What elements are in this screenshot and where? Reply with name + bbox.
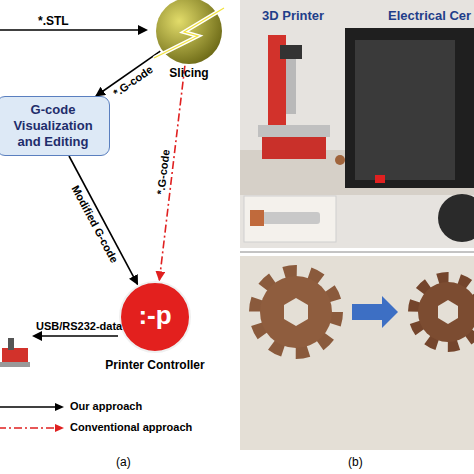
slicer-node: Slicing [150,0,228,82]
photo-background [240,0,474,248]
printer-icon [0,338,30,367]
legend-sample-line [0,427,58,429]
photo-label: 3D Printer [262,8,324,23]
legend-sample-head [55,424,64,432]
sample-part [335,155,345,165]
printer-head [280,45,302,59]
edge-label: *.G-code [155,149,172,195]
panel-separator [240,252,474,253]
edge-label: Modified G-code [70,184,121,266]
furnace-inset [438,194,474,242]
furnace-body [345,28,474,188]
legend-text: Our approach [70,400,142,412]
furnace-button [375,175,385,183]
syringe-tip [250,210,264,226]
printer-extruder [286,59,296,114]
usb-arrow [40,335,118,337]
panel-label: (a) [116,455,131,469]
legend-sample-line [0,406,58,408]
printer-base [262,137,326,159]
box-text: G-code Visualization and Editing [0,100,109,152]
process-box: G-code Visualization and Editing [0,96,110,156]
legend-sample-head [55,403,64,411]
printer-bed [258,125,330,137]
legend-text: Conventional approach [70,421,192,433]
data-label: USB/RS232-data [36,320,122,332]
slicer-sphere [154,0,224,66]
input-arrow [0,29,140,31]
photo-label: Electrical Cer [388,8,471,23]
syringe-inset [244,196,336,242]
gear-green [256,272,336,352]
gear-sintered [414,278,474,346]
controller-logo: :-p [118,300,192,330]
panel-label: (b) [348,455,363,469]
process-arrow [352,296,398,328]
usb-arrow-head [32,331,42,341]
file-label: *.STL [38,14,69,28]
syringe [262,212,320,224]
node-caption: Printer Controller [88,358,222,372]
controller-node: :-pPrinter Controller [108,280,202,384]
furnace-door [355,40,455,180]
flow-arrow [69,156,138,284]
node-caption: Slicing [150,66,228,80]
input-arrow-head [138,25,148,35]
